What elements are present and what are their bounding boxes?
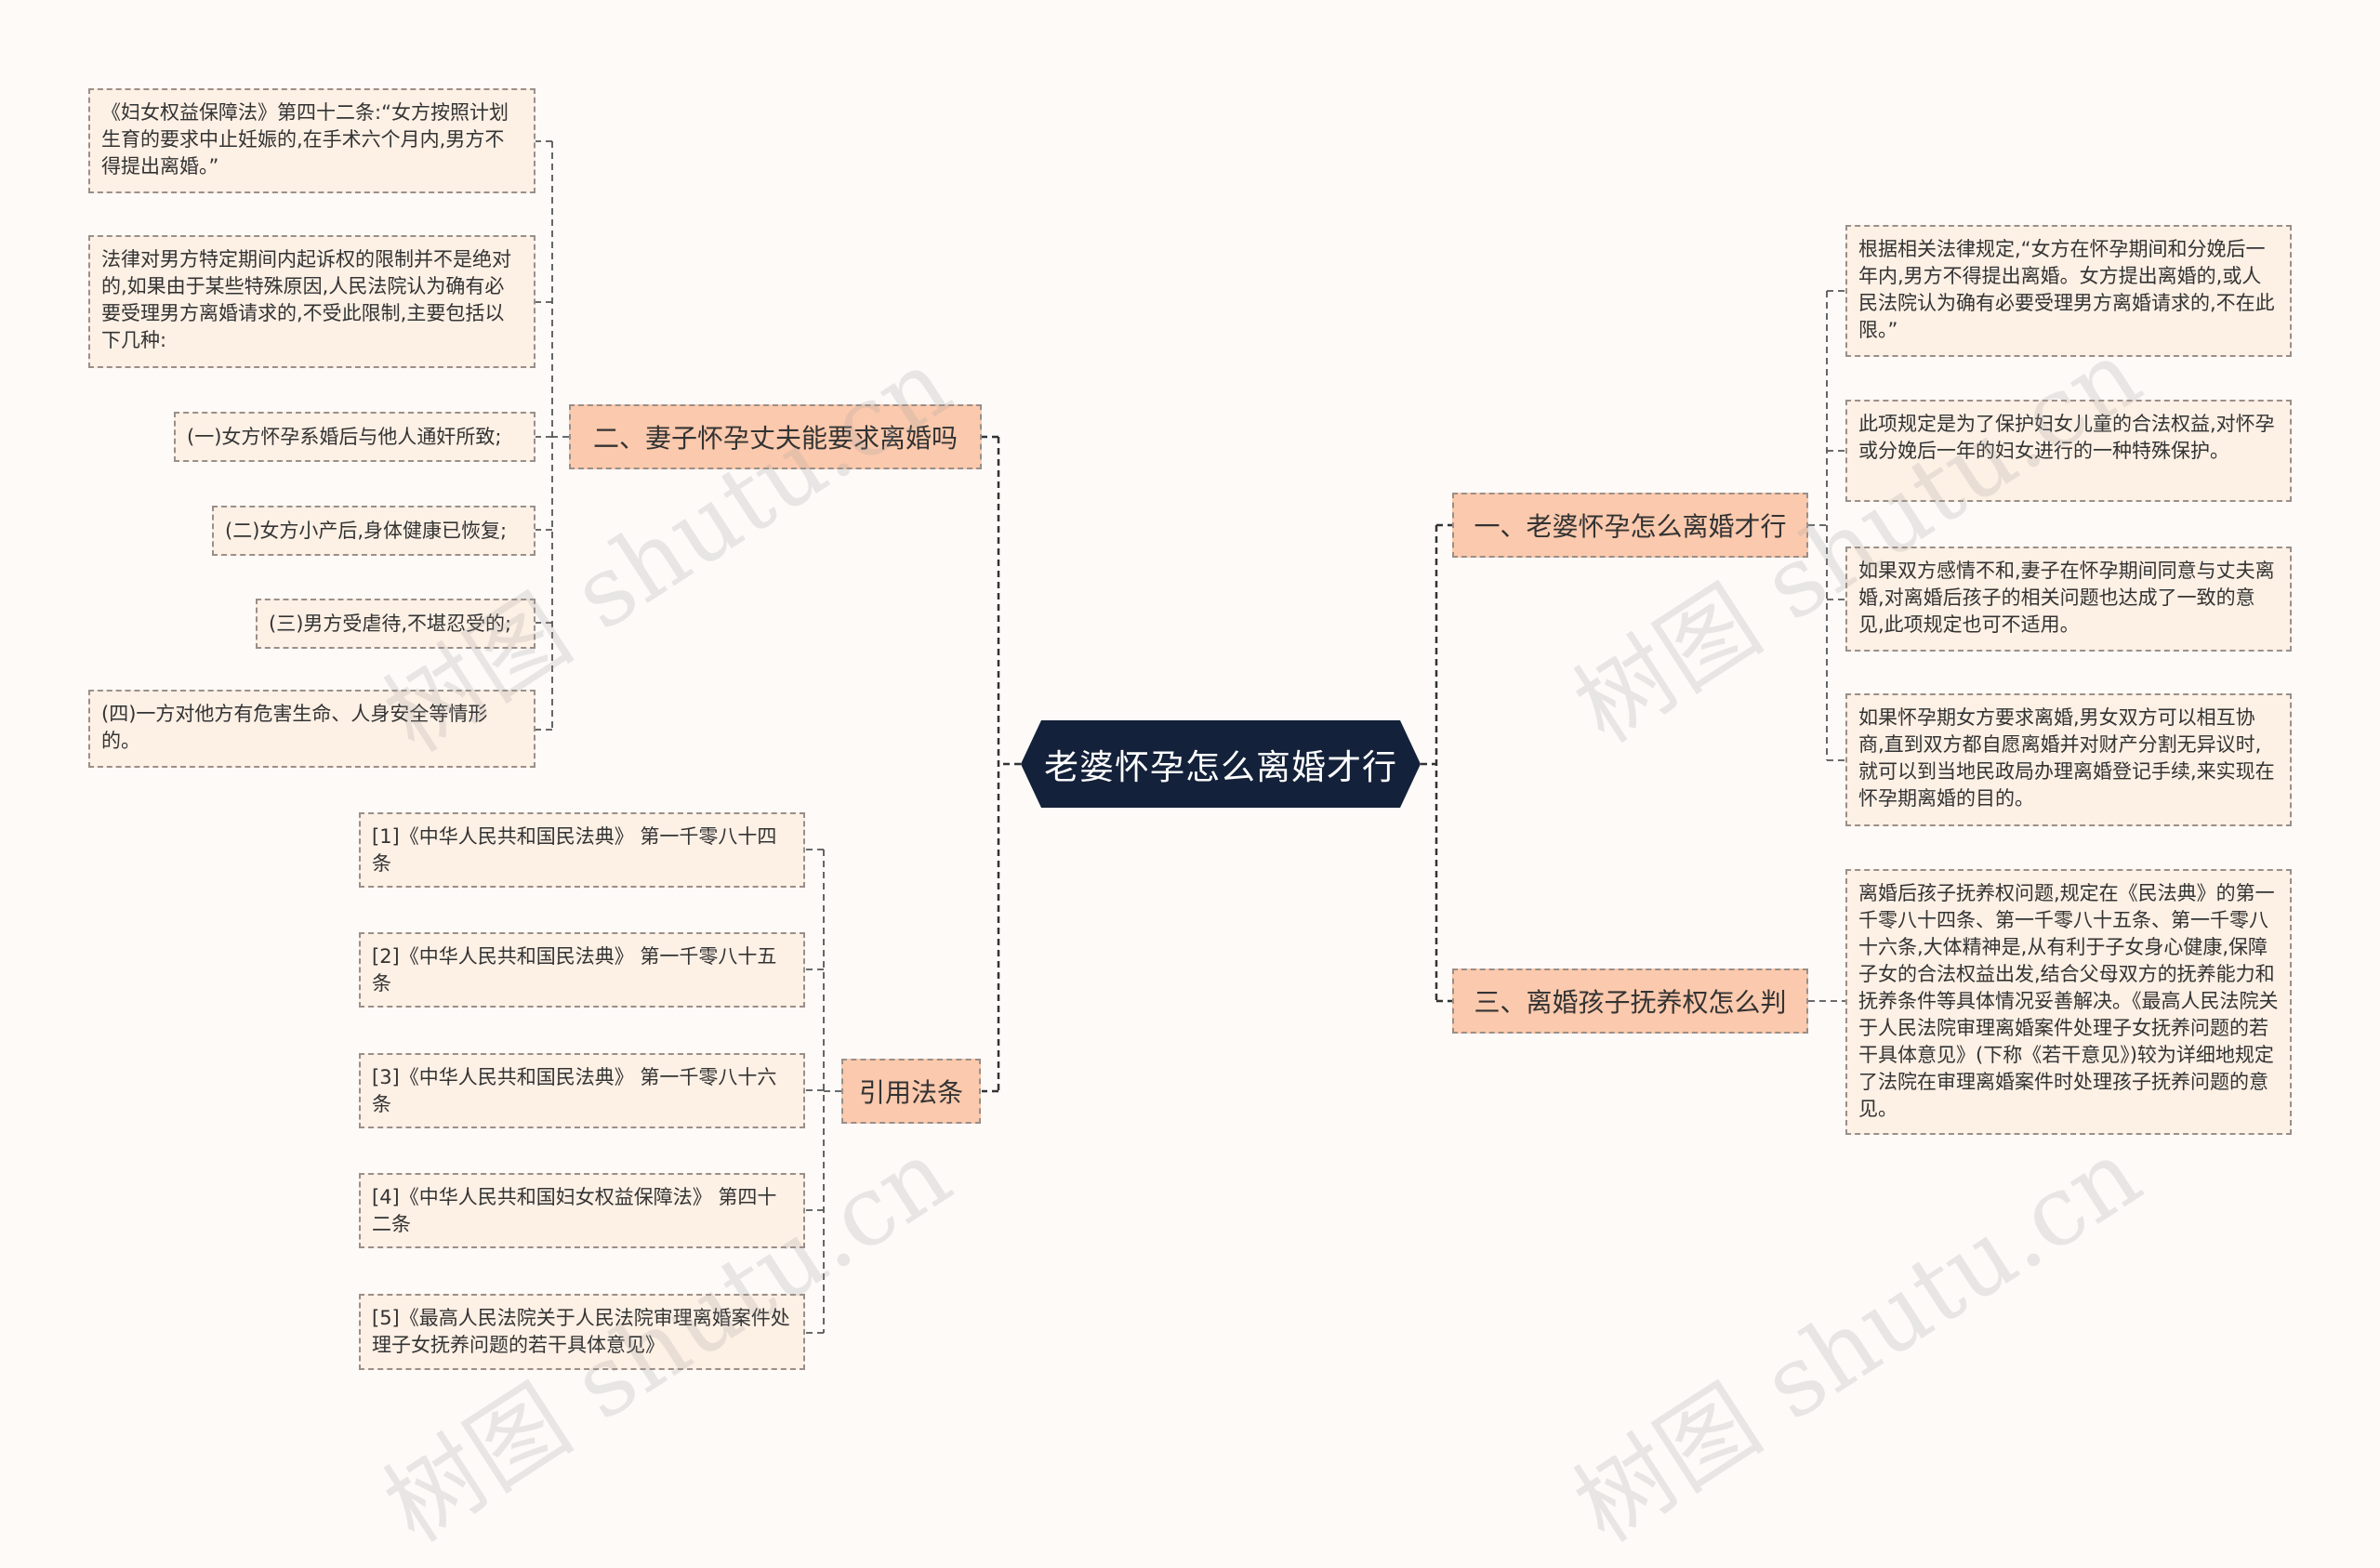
leaf-citation-4: [4]《中华人民共和国妇女权益保障法》 第四十二条 (359, 1173, 805, 1248)
connector-lines (536, 140, 1845, 1334)
leaf-text: 根据相关法律规定,“女方在怀孕期间和分娩后一年内,男方不得提出离婚。女方提出离婚… (1858, 238, 2275, 341)
leaf-citation-3: [3]《中华人民共和国民法典》 第一千零八十六条 (359, 1053, 805, 1128)
branch-cited-laws[interactable]: 引用法条 (841, 1059, 981, 1124)
leaf-womens-rights-law: 《妇女权益保障法》第四十二条:“女方按照计划生育的要求中止妊娠的,在手术六个月内… (88, 88, 536, 193)
leaf-exception-1: (一)女方怀孕系婚后与他人通奸所致; (174, 412, 536, 462)
leaf-citation-2: [2]《中华人民共和国民法典》 第一千零八十五条 (359, 932, 805, 1008)
leaf-mutual-agreement: 如果双方感情不和,妻子在怀孕期间同意与丈夫离婚,对离婚后孩子的相关问题也达成了一… (1845, 547, 2292, 652)
leaf-citation-5: [5]《最高人民法院关于人民法院审理离婚案件处理子女抚养问题的若干具体意见》 (359, 1294, 805, 1370)
root-label: 老婆怀孕怎么离婚才行 (1044, 747, 1397, 787)
leaf-text: 《妇女权益保障法》第四十二条:“女方按照计划生育的要求中止妊娠的,在手术六个月内… (101, 101, 509, 178)
leaf-restriction-exceptions: 法律对男方特定期间内起诉权的限制并不是绝对的,如果由于某些特殊原因,人民法院认为… (88, 235, 536, 368)
leaf-exception-3: (三)男方受虐待,不堪忍受的; (256, 599, 536, 649)
branch-custody[interactable]: 三、离婚孩子抚养权怎么判 (1452, 968, 1808, 1034)
leaf-text: (四)一方对他方有危害生命、人身安全等情形的。 (101, 703, 488, 752)
leaf-text: (三)男方受虐待,不堪忍受的; (269, 612, 512, 635)
leaf-text: (一)女方怀孕系婚后与他人通奸所致; (187, 425, 502, 448)
leaf-registration: 如果怀孕期女方要求离婚,男女双方可以相互协商,直到双方都自愿离婚并对财产分割无异… (1845, 693, 2292, 826)
leaf-text: 如果怀孕期女方要求离婚,男女双方可以相互协商,直到双方都自愿离婚并对财产分割无异… (1858, 706, 2275, 810)
leaf-protection-purpose: 此项规定是为了保护妇女儿童的合法权益,对怀孕或分娩后一年的妇女进行的一种特殊保护… (1845, 400, 2292, 502)
leaf-text: [1]《中华人民共和国民法典》 第一千零八十四条 (372, 825, 777, 875)
leaf-exception-4: (四)一方对他方有危害生命、人身安全等情形的。 (88, 690, 536, 768)
leaf-text: [3]《中华人民共和国民法典》 第一千零八十六条 (372, 1066, 777, 1115)
branch-husband-request[interactable]: 二、妻子怀孕丈夫能要求离婚吗 (569, 404, 982, 469)
leaf-text: 离婚后孩子抚养权问题,规定在《民法典》的第一千零八十四条、第一千零八十五条、第一… (1858, 882, 2279, 1120)
branch-label: 一、老婆怀孕怎么离婚才行 (1474, 511, 1787, 542)
leaf-text: [4]《中华人民共和国妇女权益保障法》 第四十二条 (372, 1186, 777, 1235)
leaf-legal-provision: 根据相关法律规定,“女方在怀孕期间和分娩后一年内,男方不得提出离婚。女方提出离婚… (1845, 225, 2292, 357)
leaf-exception-2: (二)女方小产后,身体健康已恢复; (212, 506, 536, 556)
branch-pregnancy-divorce[interactable]: 一、老婆怀孕怎么离婚才行 (1452, 493, 1808, 558)
root-node[interactable]: 老婆怀孕怎么离婚才行 (1021, 720, 1421, 808)
leaf-text: 法律对男方特定期间内起诉权的限制并不是绝对的,如果由于某些特殊原因,人民法院认为… (101, 248, 511, 351)
leaf-text: [5]《最高人民法院关于人民法院审理离婚案件处理子女抚养问题的若干具体意见》 (372, 1307, 790, 1356)
branch-label: 二、妻子怀孕丈夫能要求离婚吗 (592, 423, 958, 454)
leaf-citation-1: [1]《中华人民共和国民法典》 第一千零八十四条 (359, 812, 805, 888)
leaf-text: 此项规定是为了保护妇女儿童的合法权益,对怀孕或分娩后一年的妇女进行的一种特殊保护… (1858, 413, 2275, 462)
leaf-custody-details: 离婚后孩子抚养权问题,规定在《民法典》的第一千零八十四条、第一千零八十五条、第一… (1845, 869, 2292, 1135)
leaf-text: (二)女方小产后,身体健康已恢复; (225, 519, 508, 542)
leaf-text: 如果双方感情不和,妻子在怀孕期间同意与丈夫离婚,对离婚后孩子的相关问题也达成了一… (1858, 560, 2275, 636)
leaf-text: [2]《中华人民共和国民法典》 第一千零八十五条 (372, 945, 777, 995)
branch-label: 三、离婚孩子抚养权怎么判 (1474, 987, 1787, 1018)
branch-label: 引用法条 (858, 1077, 963, 1108)
